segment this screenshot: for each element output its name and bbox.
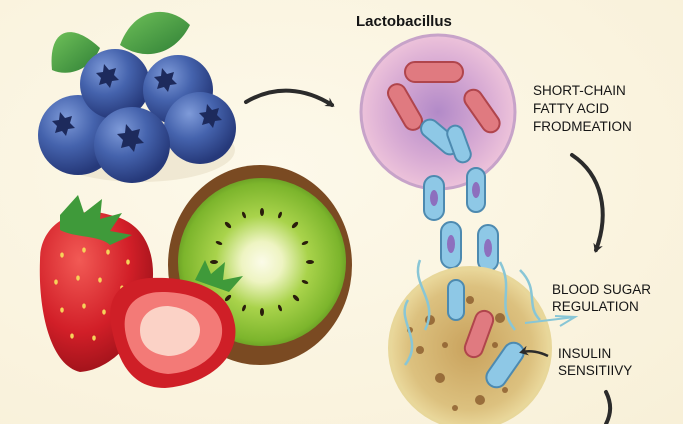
label-line: INSULIN — [558, 346, 612, 361]
diagram-title: Lactobacillus — [356, 13, 452, 30]
strawberry-kiwi-illustration — [39, 165, 352, 388]
label-line: SENSITIIVY — [558, 363, 633, 378]
arrow-berries-to-cell — [244, 88, 335, 107]
arrow-scfa-to-regulation — [570, 153, 605, 253]
label-line: SHORT-CHAIN — [533, 83, 626, 98]
label-line: FRODMEATION — [533, 119, 632, 134]
arrow-continuation — [604, 390, 613, 424]
label-insulin-sensitivity: INSULIN SENSITIIVY — [558, 345, 632, 379]
label-line: BLOOD SUGAR — [552, 282, 652, 297]
label-line: REGULATION — [552, 299, 639, 314]
label-line: FATTY ACID — [533, 101, 610, 116]
gut-cell-illustration — [388, 259, 579, 424]
label-blood-sugar-regulation: BLOOD SUGAR REGULATION — [552, 281, 651, 315]
label-short-chain-fatty-acid: SHORT-CHAIN FATTY ACID FRODMEATION — [533, 82, 632, 136]
lactobacillus-cell-illustration — [359, 33, 517, 272]
blueberries-illustration — [38, 11, 236, 183]
